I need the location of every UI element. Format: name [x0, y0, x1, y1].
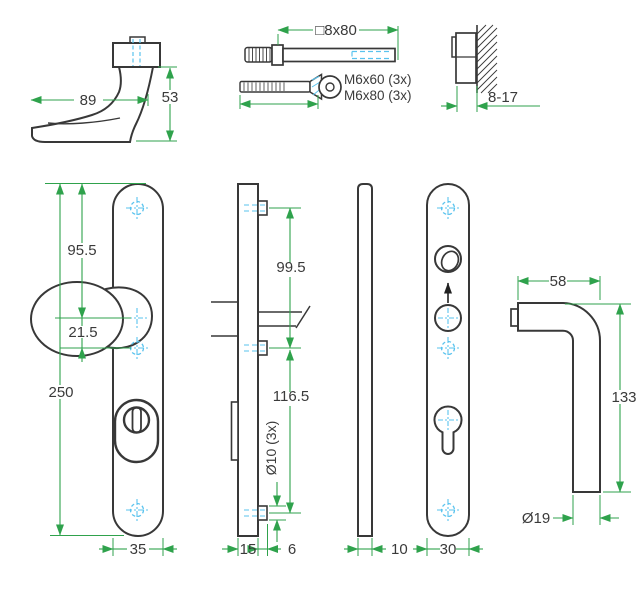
dim-spindle-size: □8x80 [315, 22, 357, 39]
dim-plate-thickness-10: 10 [391, 541, 408, 558]
screw-label-m6x60: M6x60 (3x) [344, 72, 412, 87]
screw-shaft [239, 80, 311, 93]
inner-plate-side-outline [237, 183, 259, 537]
dim-stud-length: 6 [288, 541, 296, 558]
dim-plate-height: 250 [48, 384, 73, 401]
euro-cylinder-keyhole [433, 405, 463, 455]
dim-lever-height: 53 [162, 89, 179, 106]
dim-outer-plate-width: 30 [440, 541, 457, 558]
door-section-view [451, 24, 498, 94]
dim-plate-thickness-15: 15 [240, 541, 257, 558]
dimension-labels: 89 53 □8x80 M6x60 (3x) M6x80 (3x) 8-17 9… [48, 22, 636, 558]
fitting-body [455, 32, 477, 84]
handle-bore-hole [434, 304, 462, 332]
fixing-stud-middle [257, 340, 268, 356]
dim-pull-handle-width: 58 [550, 273, 567, 290]
pull-handle-outline [517, 302, 601, 493]
dim-tube-diameter: Ø19 [522, 510, 550, 527]
bearing-ring [434, 245, 462, 273]
dim-door-grip-range: 8-17 [488, 89, 518, 106]
dim-upper-stud-spacing: 99.5 [276, 259, 305, 276]
outer-plate-outline [426, 183, 470, 537]
lever-grip-front [30, 281, 124, 357]
screw-drawing [239, 73, 342, 101]
wall-hatching [476, 24, 498, 94]
dim-handle-to-hole: 21.5 [68, 324, 97, 341]
fixing-stud-bottom [257, 505, 268, 521]
spindle-drawing [244, 44, 396, 66]
dim-inner-plate-width: 35 [130, 541, 147, 558]
escutcheon-side [230, 401, 239, 461]
screw-label-m6x80: M6x80 (3x) [344, 88, 412, 103]
outer-plate-side-outline [357, 183, 373, 537]
pull-handle-front-view [510, 302, 601, 493]
lever-base [112, 42, 161, 68]
dim-lever-width: 89 [80, 92, 97, 109]
inner-plate-outline [112, 183, 164, 537]
lever-side-view [31, 36, 161, 143]
dim-top-to-handle: 95.5 [67, 242, 96, 259]
hex-socket-icon [325, 82, 335, 92]
dim-lower-stud-spacing: 116.5 [273, 388, 309, 405]
spindle-collar [271, 44, 284, 66]
bearing-ring-opening [440, 250, 460, 272]
outer-plate-front-view [426, 183, 470, 537]
cylinder-cam-slot [131, 406, 142, 434]
screw-head-end-view [318, 75, 342, 99]
spindle-shaft [282, 47, 396, 63]
dim-pull-handle-height: 133 [611, 389, 636, 406]
dimension-lines [30, 26, 624, 553]
lever-crease-line [47, 117, 121, 125]
fixing-stud-top [257, 200, 268, 216]
dim-stud-diameter: Ø10 (3x) [263, 421, 279, 475]
security-escutcheon-oval [113, 398, 160, 464]
outer-plate-side-view [357, 183, 373, 537]
inner-plate-side-view [211, 183, 311, 537]
pull-handle-stub [510, 308, 519, 327]
